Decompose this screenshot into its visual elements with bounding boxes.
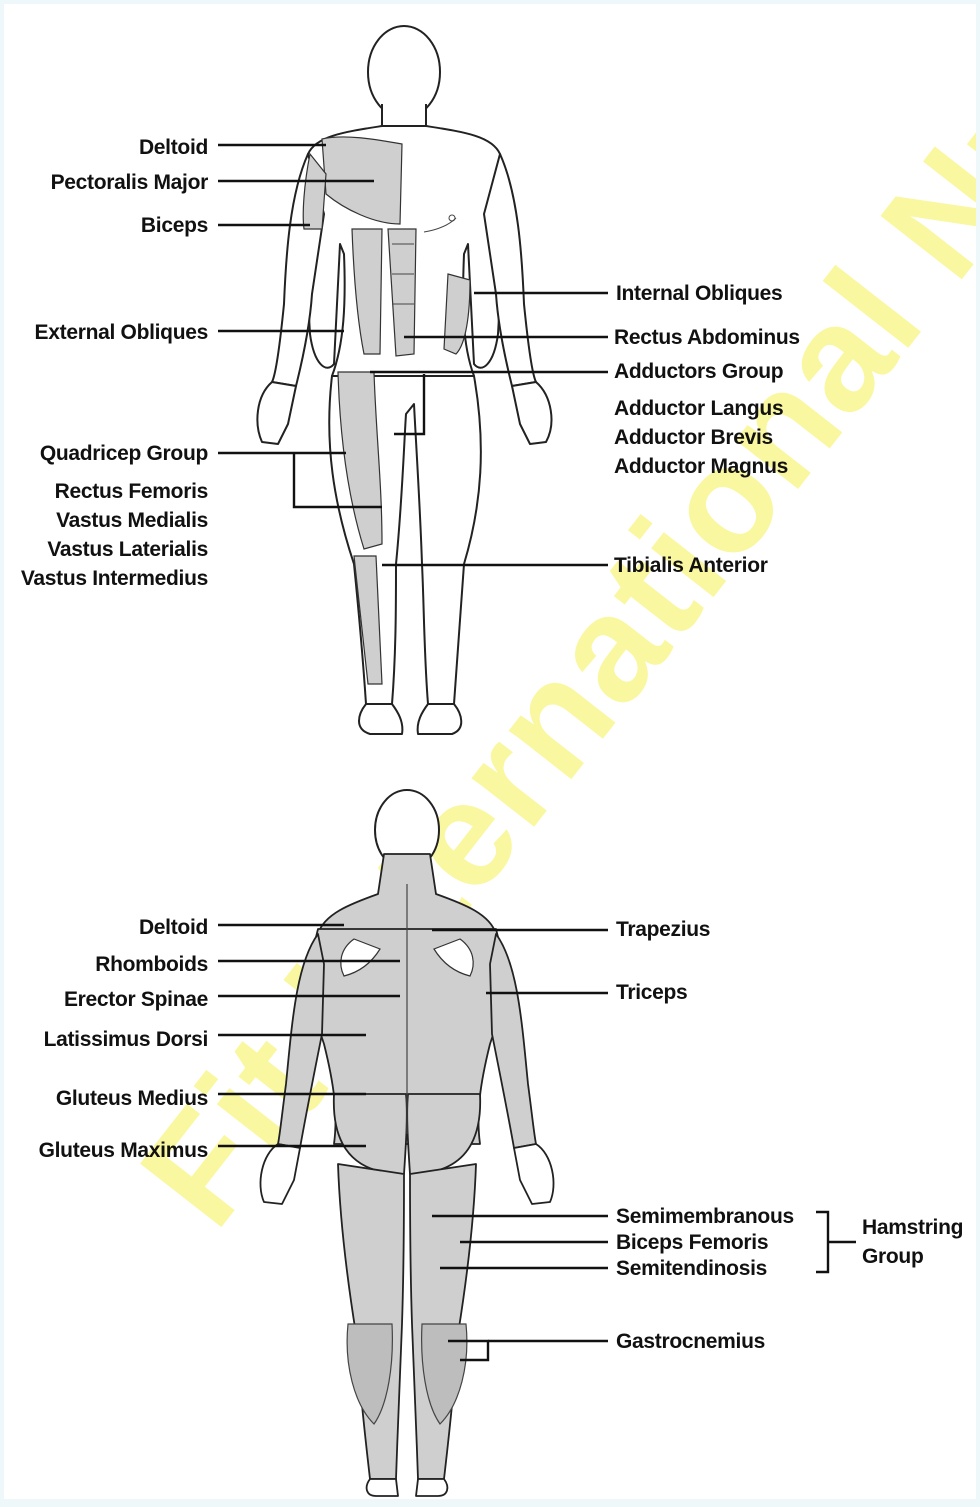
label-triceps: Triceps [616, 981, 687, 1005]
anatomy-diagram: Fit International Nutrition [4, 4, 976, 1499]
label-adductor-langus: Adductor Langus [614, 397, 783, 421]
label-internal-obliques: Internal Obliques [616, 282, 782, 306]
label-gluteus-maximus: Gluteus Maximus [39, 1139, 208, 1163]
label-quadricep-group: Quadricep Group [40, 442, 208, 466]
label-latissimus-dorsi: Latissimus Dorsi [44, 1028, 208, 1052]
label-trapezius: Trapezius [616, 918, 710, 942]
label-deltoid-front: Deltoid [139, 136, 208, 160]
label-rhomboids: Rhomboids [95, 953, 208, 977]
label-vastus-laterialis: Vastus Laterialis [47, 538, 208, 562]
label-gluteus-medius: Gluteus Medius [56, 1087, 208, 1111]
label-rectus-femoris: Rectus Femoris [55, 480, 208, 504]
label-hamstring-line1: Hamstring [862, 1216, 963, 1240]
label-gastrocnemius: Gastrocnemius [616, 1330, 765, 1354]
label-erector-spinae: Erector Spinae [64, 988, 208, 1012]
label-hamstring-line2: Group [862, 1245, 924, 1269]
label-adductor-magnus: Adductor Magnus [614, 455, 788, 479]
label-vastus-intermedius: Vastus Intermedius [21, 567, 208, 591]
label-adductors-group: Adductors Group [614, 360, 783, 384]
label-pectoralis-major: Pectoralis Major [51, 171, 208, 195]
front-figure [257, 26, 551, 734]
label-semitendinosis: Semitendinosis [616, 1257, 767, 1281]
label-adductor-brevis: Adductor Brevis [614, 426, 773, 450]
label-external-obliques: External Obliques [35, 321, 208, 345]
label-tibialis-anterior: Tibialis Anterior [614, 554, 768, 578]
label-biceps: Biceps [141, 214, 208, 238]
label-vastus-medialis: Vastus Medialis [56, 509, 208, 533]
label-rectus-abdominus: Rectus Abdominus [614, 326, 800, 350]
label-biceps-femoris: Biceps Femoris [616, 1231, 768, 1255]
label-deltoid-back: Deltoid [139, 916, 208, 940]
label-semimembranous: Semimembranous [616, 1205, 794, 1229]
